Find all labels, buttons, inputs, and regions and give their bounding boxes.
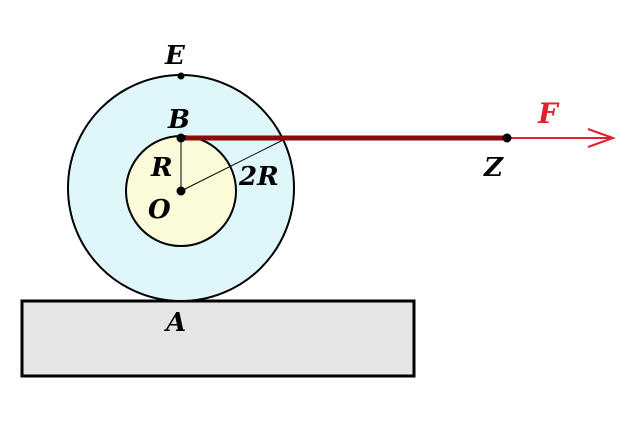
radius-2r-line <box>180 138 286 192</box>
force-arrow-head <box>587 128 616 148</box>
label-b: B <box>167 105 190 135</box>
label-e: E <box>164 41 186 71</box>
label-f: F <box>537 97 560 130</box>
point-o-dot <box>176 186 186 196</box>
ground-block <box>20 299 416 378</box>
label-o: O <box>148 195 171 225</box>
point-z-dot <box>502 133 512 143</box>
label-z: Z <box>483 153 504 183</box>
point-b-dot <box>176 133 186 143</box>
label-2r: 2R <box>238 162 279 192</box>
label-r: R <box>150 153 173 183</box>
label-a: A <box>163 308 186 338</box>
point-e-dot <box>177 72 185 80</box>
